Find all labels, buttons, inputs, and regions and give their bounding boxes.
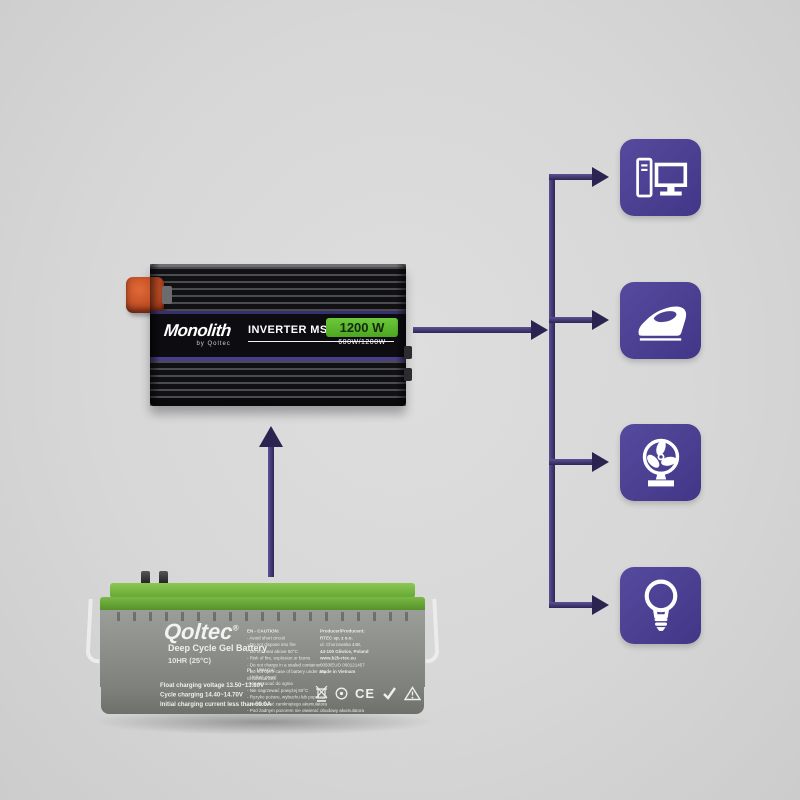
caution-line: - Risk of fire, explosion or burns bbox=[247, 655, 311, 661]
caution-line: circumstances bbox=[247, 675, 276, 681]
charging-line: Initial charging current less than 60.0A bbox=[160, 700, 272, 708]
caution-line: - Do not dispose into fire bbox=[247, 642, 296, 647]
battery-body bbox=[100, 610, 425, 687]
inverter-base-bar bbox=[150, 398, 406, 406]
arrowhead-branch-iron bbox=[592, 310, 609, 330]
device-tile-computer bbox=[620, 139, 701, 216]
weee-crossed-bin-icon bbox=[315, 685, 328, 702]
battery-producer-info: Producer/Producent: RTEC sp. z o.o. ul. … bbox=[320, 628, 520, 675]
producer-line: 0050/EUO 000121457 bbox=[320, 662, 365, 668]
checkmark-approval-icon bbox=[383, 687, 397, 700]
inverter-brand-logo: Monolith bbox=[163, 321, 232, 340]
battery-brand-logo: Qoltec® bbox=[163, 619, 239, 645]
caution-line: - Do not heat above 50°C bbox=[247, 648, 298, 654]
battery-caution-en: EN - CAUTION: - Avoid short circuit - Do… bbox=[247, 628, 447, 682]
arrowhead-inverter-to-trunk bbox=[531, 320, 548, 340]
caution-en-title: EN - CAUTION: bbox=[247, 628, 280, 634]
inverter-bottom-fins bbox=[150, 361, 406, 398]
battery-caution-pl: PL - UWAGA: - Unikać zwarć - Nie wrzucać… bbox=[247, 667, 447, 714]
inverter-label-band: Monolith by Qoltec INVERTER MS WAVE 1200… bbox=[150, 311, 406, 361]
caution-line: - Nie ładować zamkniętego akumulatora bbox=[247, 701, 328, 707]
inverter-top-fins bbox=[150, 267, 406, 311]
inverter-top-edge bbox=[150, 264, 406, 267]
inverter-brand-sub: by Qoltec bbox=[196, 341, 231, 347]
arrow-branch-iron bbox=[549, 317, 592, 323]
producer-line: 44-100 Gliwice, Poland bbox=[320, 648, 369, 654]
inverter-side-connector bbox=[404, 346, 412, 359]
caution-line: - Do not open case of battery under any bbox=[247, 669, 327, 674]
arrowhead-branch-bulb bbox=[592, 595, 609, 615]
battery-certification-marks: CE bbox=[315, 685, 422, 702]
producer-line: Made in Vietnam bbox=[320, 669, 356, 674]
inverter-left-shade bbox=[150, 264, 160, 406]
desktop-computer-icon bbox=[635, 157, 687, 197]
battery-lid-outer bbox=[100, 597, 425, 612]
battery-device: Qoltec® Deep Cycle Gel Battery 10HR (25°… bbox=[85, 571, 440, 735]
arrow-branch-computer bbox=[549, 174, 592, 180]
device-tile-iron bbox=[620, 282, 701, 359]
arrowhead-branch-fan bbox=[592, 452, 609, 472]
device-tile-fan bbox=[620, 424, 701, 501]
battery-charging-specs: Float charging voltage 13.50~13.80V Cycl… bbox=[160, 681, 271, 709]
table-fan-icon bbox=[642, 438, 679, 486]
caution-line: - Unikać zwarć bbox=[247, 674, 277, 680]
clothes-iron-icon bbox=[638, 305, 686, 341]
arrow-battery-to-inverter bbox=[268, 446, 274, 577]
battery-body-lower bbox=[101, 687, 424, 714]
battery-lid-inner bbox=[110, 583, 415, 598]
battery-reg-mark: ® bbox=[232, 623, 239, 633]
arrowhead-battery-to-inverter bbox=[259, 426, 283, 447]
producer-line: RTEC sp. z o.o. bbox=[320, 635, 353, 641]
producer-line: ul. Chorzowska 44B, bbox=[320, 642, 362, 647]
arrow-inverter-to-trunk bbox=[413, 327, 531, 333]
inverter-brand-block: Monolith by Qoltec bbox=[163, 321, 232, 347]
caution-line: - Nie nagrzewać powyżej 50°C bbox=[247, 687, 309, 693]
arrowhead-branch-computer bbox=[592, 167, 609, 187]
band-purple-stripe-top bbox=[150, 311, 406, 314]
warning-triangle-icon bbox=[404, 686, 422, 701]
battery-terminal-bolt bbox=[159, 571, 168, 585]
inverter-right-shade bbox=[396, 264, 406, 406]
battery-vent-notches bbox=[104, 612, 421, 621]
caution-line: - Avoid short circuit bbox=[247, 635, 285, 641]
caution-pl-title: PL - UWAGA: bbox=[247, 667, 276, 673]
charging-line: Cycle charging 14.40~14.70V bbox=[160, 691, 243, 699]
inverter-power-rating: 600W/1200W bbox=[338, 339, 386, 346]
charging-line: Float charging voltage 13.50~13.80V bbox=[160, 682, 265, 689]
caution-line: - Ryzyko pożaru, wybuchu lub poparzeń bbox=[247, 694, 328, 700]
caution-line: - Pod żadnym pozorem nie otwierać obudow… bbox=[247, 708, 365, 713]
battery-terminal-bolt bbox=[141, 571, 150, 585]
battery-brand-text: Qoltec bbox=[163, 619, 234, 644]
recycling-icon bbox=[335, 687, 348, 700]
inverter-terminal-collar bbox=[162, 286, 172, 304]
battery-product-name: Deep Cycle Gel Battery bbox=[168, 643, 268, 653]
inverter-side-connector bbox=[404, 368, 412, 381]
device-tile-bulb bbox=[620, 567, 701, 644]
arrow-branch-fan bbox=[549, 459, 592, 465]
caution-line: - Do not charge in a sealed container bbox=[247, 662, 321, 668]
arrow-trunk-line bbox=[549, 174, 555, 608]
arrow-branch-bulb bbox=[549, 602, 592, 608]
producer-line: Producer/Producent: bbox=[320, 628, 365, 634]
battery-spec: 10HR (25°C) bbox=[168, 656, 212, 665]
inverter-device: Monolith by Qoltec INVERTER MS WAVE 1200… bbox=[126, 264, 412, 406]
ce-mark: CE bbox=[355, 686, 376, 701]
band-purple-stripe-bottom bbox=[150, 357, 406, 361]
inverter-power-badge: 1200 W bbox=[326, 318, 398, 337]
light-bulb-icon bbox=[644, 579, 677, 631]
producer-line: www.b2b-rtec.eu bbox=[320, 655, 356, 661]
caution-line: - Nie wrzucać do ognia bbox=[247, 681, 293, 686]
